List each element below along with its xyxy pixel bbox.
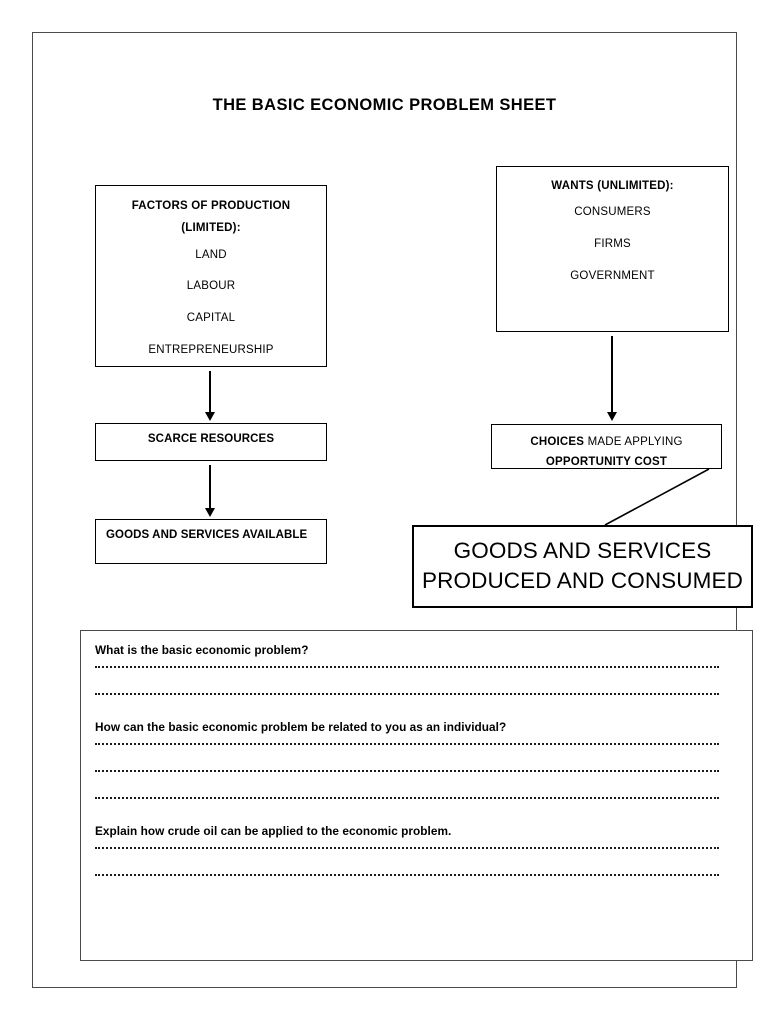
factors-title-line1: FACTORS OF PRODUCTION [131, 200, 291, 212]
choices-word-regular: MADE APPLYING [584, 436, 683, 448]
question-block-2: How can the basic economic problem be re… [95, 720, 738, 799]
wants-box: WANTS (UNLIMITED): CONSUMERS FIRMS GOVER… [496, 166, 729, 332]
choices-word-bold: CHOICES [530, 436, 585, 448]
choices-line-2: OPPORTUNITY COST [502, 452, 711, 472]
factors-item-labour: LABOUR [186, 280, 236, 293]
answer-line[interactable] [95, 846, 719, 849]
factors-item-entrepreneurship: ENTREPRENEURSHIP [148, 343, 274, 356]
arrow-factors-to-scarce-icon [205, 371, 216, 421]
question-1-text: What is the basic economic problem? [95, 643, 309, 657]
factors-item-capital: CAPITAL [186, 312, 236, 325]
questions-panel: What is the basic economic problem? How … [80, 630, 753, 961]
answer-line[interactable] [95, 665, 719, 668]
result-line-1: GOODS AND SERVICES [453, 538, 712, 563]
goods-produced-consumed-box: GOODS AND SERVICES PRODUCED AND CONSUMED [412, 525, 753, 608]
choices-opportunity-cost-box: CHOICES MADE APPLYING OPPORTUNITY COST [491, 424, 722, 469]
answer-line[interactable] [95, 873, 719, 876]
answer-line[interactable] [95, 742, 719, 745]
wants-title: WANTS (UNLIMITED): [551, 180, 674, 192]
wants-item-firms: FIRMS [594, 238, 631, 251]
diagonal-connector-line-icon [604, 469, 710, 526]
wants-item-consumers: CONSUMERS [574, 206, 651, 219]
question-block-1: What is the basic economic problem? [95, 643, 738, 695]
scarce-resources-box: SCARCE RESOURCES [95, 423, 327, 461]
answer-line[interactable] [95, 769, 719, 772]
page-title: THE BASIC ECONOMIC PROBLEM SHEET [212, 96, 557, 115]
factors-of-production-box: FACTORS OF PRODUCTION (LIMITED): LAND LA… [95, 185, 327, 367]
factors-title-line2: (LIMITED): [181, 222, 241, 235]
question-3-text: Explain how crude oil can be applied to … [95, 823, 452, 838]
goods-services-available-box: GOODS AND SERVICES AVAILABLE [95, 519, 327, 564]
question-2-text: How can the basic economic problem be re… [95, 719, 507, 734]
question-block-3: Explain how crude oil can be applied to … [95, 824, 738, 876]
choices-line-1: CHOICES MADE APPLYING [502, 432, 711, 452]
wants-item-government: GOVERNMENT [570, 269, 655, 282]
arrow-scarce-to-goods-icon [205, 465, 216, 517]
sheet-border: THE BASIC ECONOMIC PROBLEM SHEET FACTORS… [32, 32, 753, 988]
scarce-resources-label: SCARCE RESOURCES [147, 433, 275, 445]
arrow-wants-to-choices-icon [607, 336, 618, 421]
answer-line[interactable] [95, 796, 719, 799]
result-line-2: PRODUCED AND CONSUMED [422, 567, 743, 593]
opportunity-cost-label: OPPORTUNITY COST [545, 456, 668, 469]
answer-line[interactable] [95, 692, 719, 695]
factors-item-land: LAND [195, 248, 227, 261]
goods-services-available-label: GOODS AND SERVICES AVAILABLE [106, 529, 308, 541]
